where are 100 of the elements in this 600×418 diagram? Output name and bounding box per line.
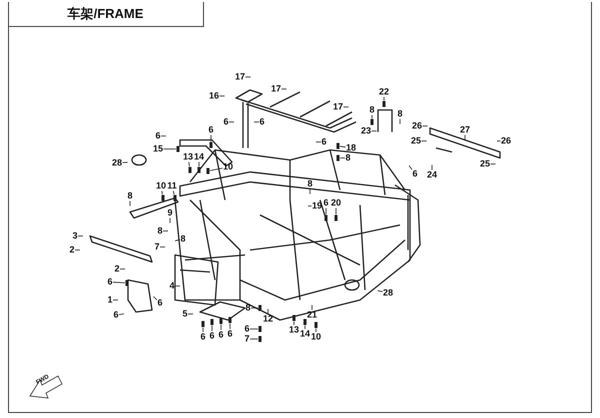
callout-number: 6 (156, 132, 160, 140)
leader-line (250, 328, 258, 330)
callout-number: 26 (501, 136, 511, 146)
leader-line (161, 190, 163, 195)
bolt-icon (202, 321, 204, 327)
callout-number: 6 (324, 198, 328, 208)
leader-line (220, 324, 222, 330)
bolt-icon (304, 319, 306, 325)
leader-line (371, 130, 377, 132)
callout-number: 6 (114, 310, 118, 320)
callout-number: 6 (244, 324, 250, 334)
callout-number: 6 (228, 330, 232, 338)
callout-number: 27 (460, 126, 470, 134)
callout-number: 9 (168, 208, 172, 218)
bolt-icon (314, 322, 318, 328)
callout-number: 14 (194, 152, 204, 162)
callout-number: 25 (411, 136, 421, 146)
callout-number: 6 (224, 118, 228, 126)
bolt-icon (334, 215, 338, 221)
title: 车架/FRAME (8, 2, 204, 27)
bolt-icon (370, 119, 374, 125)
callout-number: 2 (70, 246, 74, 254)
callout-number: 6 (200, 332, 206, 342)
callout-number: 12 (263, 314, 273, 324)
leader-line (120, 268, 126, 270)
bolt-icon (188, 167, 192, 173)
callout-number: 13 (183, 152, 193, 162)
bolt-icon (198, 167, 200, 173)
leader-line (122, 162, 128, 163)
leader-line (112, 282, 126, 284)
leader-line (162, 230, 168, 232)
leader-line (118, 314, 124, 315)
callout-number: 15 (153, 144, 163, 154)
bolt-icon (336, 155, 340, 161)
bolt-icon (258, 326, 262, 332)
leader-line (174, 239, 180, 242)
bolt-icon (336, 143, 340, 149)
bolt-icon (324, 215, 328, 221)
callout-number: 23 (361, 126, 371, 136)
callout-number: 7 (154, 242, 160, 252)
leader-line (172, 190, 174, 195)
callout-number: 20 (331, 198, 341, 208)
leader-line (281, 88, 287, 90)
callout-number: 28 (112, 158, 122, 168)
bolt-icon (258, 336, 262, 342)
callout-number: 6 (210, 332, 214, 340)
callout-number: 17 (235, 72, 245, 82)
callout-number: 4 (170, 282, 174, 290)
leader-line (160, 246, 166, 248)
callout-number: 8 (246, 304, 250, 312)
leader-line (153, 296, 158, 300)
callout-number: 8 (158, 226, 162, 236)
leader-line (464, 134, 466, 140)
callout-number: 8 (398, 110, 402, 118)
leader-line (202, 327, 204, 332)
bolt-icon (382, 101, 386, 107)
callout-number: 22 (379, 88, 389, 96)
callout-number: 25 (480, 160, 490, 168)
callout-number: 8 (370, 106, 374, 114)
callout-number: 10 (311, 332, 321, 342)
bolt-icon (220, 318, 222, 324)
callout-number: 6 (412, 170, 418, 178)
callout-number: 5 (182, 310, 188, 318)
callout-number: 6 (260, 118, 264, 126)
callout-number: 6 (108, 278, 112, 286)
bolt-icon (174, 195, 176, 201)
leader-line (245, 76, 251, 78)
callout-number: 6 (218, 330, 224, 340)
bolt-icon (210, 319, 214, 325)
callout-number: 19 (312, 202, 322, 210)
callout-number: 6 (158, 298, 162, 308)
callout-number: 24 (427, 170, 437, 180)
callout-number: 14 (300, 330, 310, 338)
callout-number: 8 (180, 234, 186, 244)
bolt-icon (126, 280, 128, 286)
bolt-icon (206, 168, 210, 174)
callout-number: 10 (156, 182, 166, 190)
callout-number: 17 (271, 84, 281, 94)
callout-number: 21 (307, 310, 317, 320)
callout-number: 16 (209, 92, 219, 100)
bolt-icon (162, 195, 164, 201)
bolt-icon (258, 305, 262, 311)
leader-line (163, 148, 176, 150)
callout-number: 10 (223, 162, 233, 172)
leader-line (304, 325, 306, 330)
leader-line (210, 168, 223, 171)
bolt-icon (210, 142, 212, 148)
leader-line (377, 290, 383, 292)
callout-number: 28 (383, 288, 393, 298)
leader-line (250, 338, 258, 340)
callout-number: 18 (346, 144, 356, 152)
callout-number: 17 (333, 102, 343, 112)
leader-line (188, 162, 190, 167)
bolt-icon (292, 315, 296, 321)
leader-line (421, 140, 427, 142)
callout-number: 13 (289, 326, 299, 334)
bolt-icon (176, 146, 180, 152)
leader-line (198, 162, 200, 167)
callout-number: 1 (108, 296, 112, 304)
leader-line (408, 165, 412, 170)
